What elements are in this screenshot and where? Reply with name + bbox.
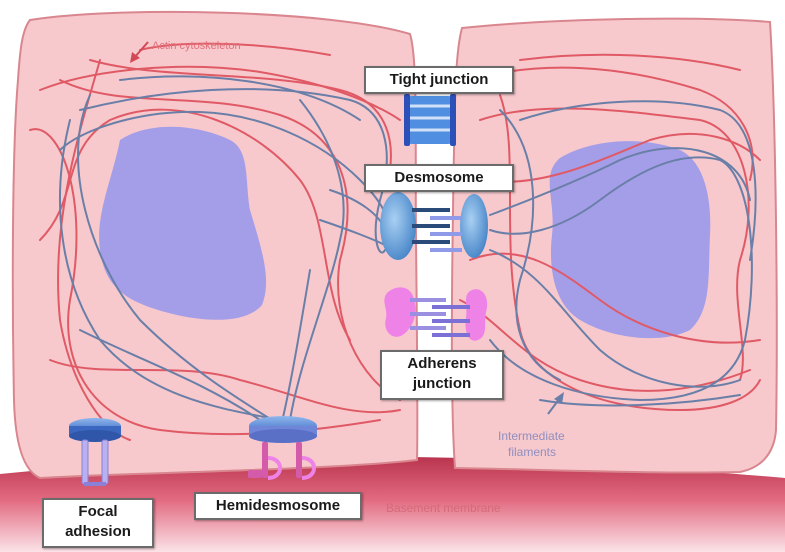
- adherens-junction-label: Adherens junction: [380, 350, 504, 400]
- basement-membrane-label: Basement membrane: [386, 501, 501, 515]
- tight-junction-structure: [404, 94, 456, 146]
- left-nucleus: [99, 127, 266, 320]
- intermediate-filaments-label: Intermediate filaments: [498, 428, 565, 460]
- actin-cytoskeleton-label: Actin cytoskeleton: [152, 40, 241, 52]
- hemidesmosome-label: Hemidesmosome: [194, 492, 362, 520]
- desmosome-structure: [380, 192, 488, 260]
- focal-adhesion-label: Focal adhesion: [42, 498, 154, 548]
- desmosome-label: Desmosome: [364, 164, 514, 192]
- right-nucleus: [550, 141, 711, 338]
- tight-junction-label: Tight junction: [364, 66, 514, 94]
- adherens-junction-structure: [384, 287, 487, 340]
